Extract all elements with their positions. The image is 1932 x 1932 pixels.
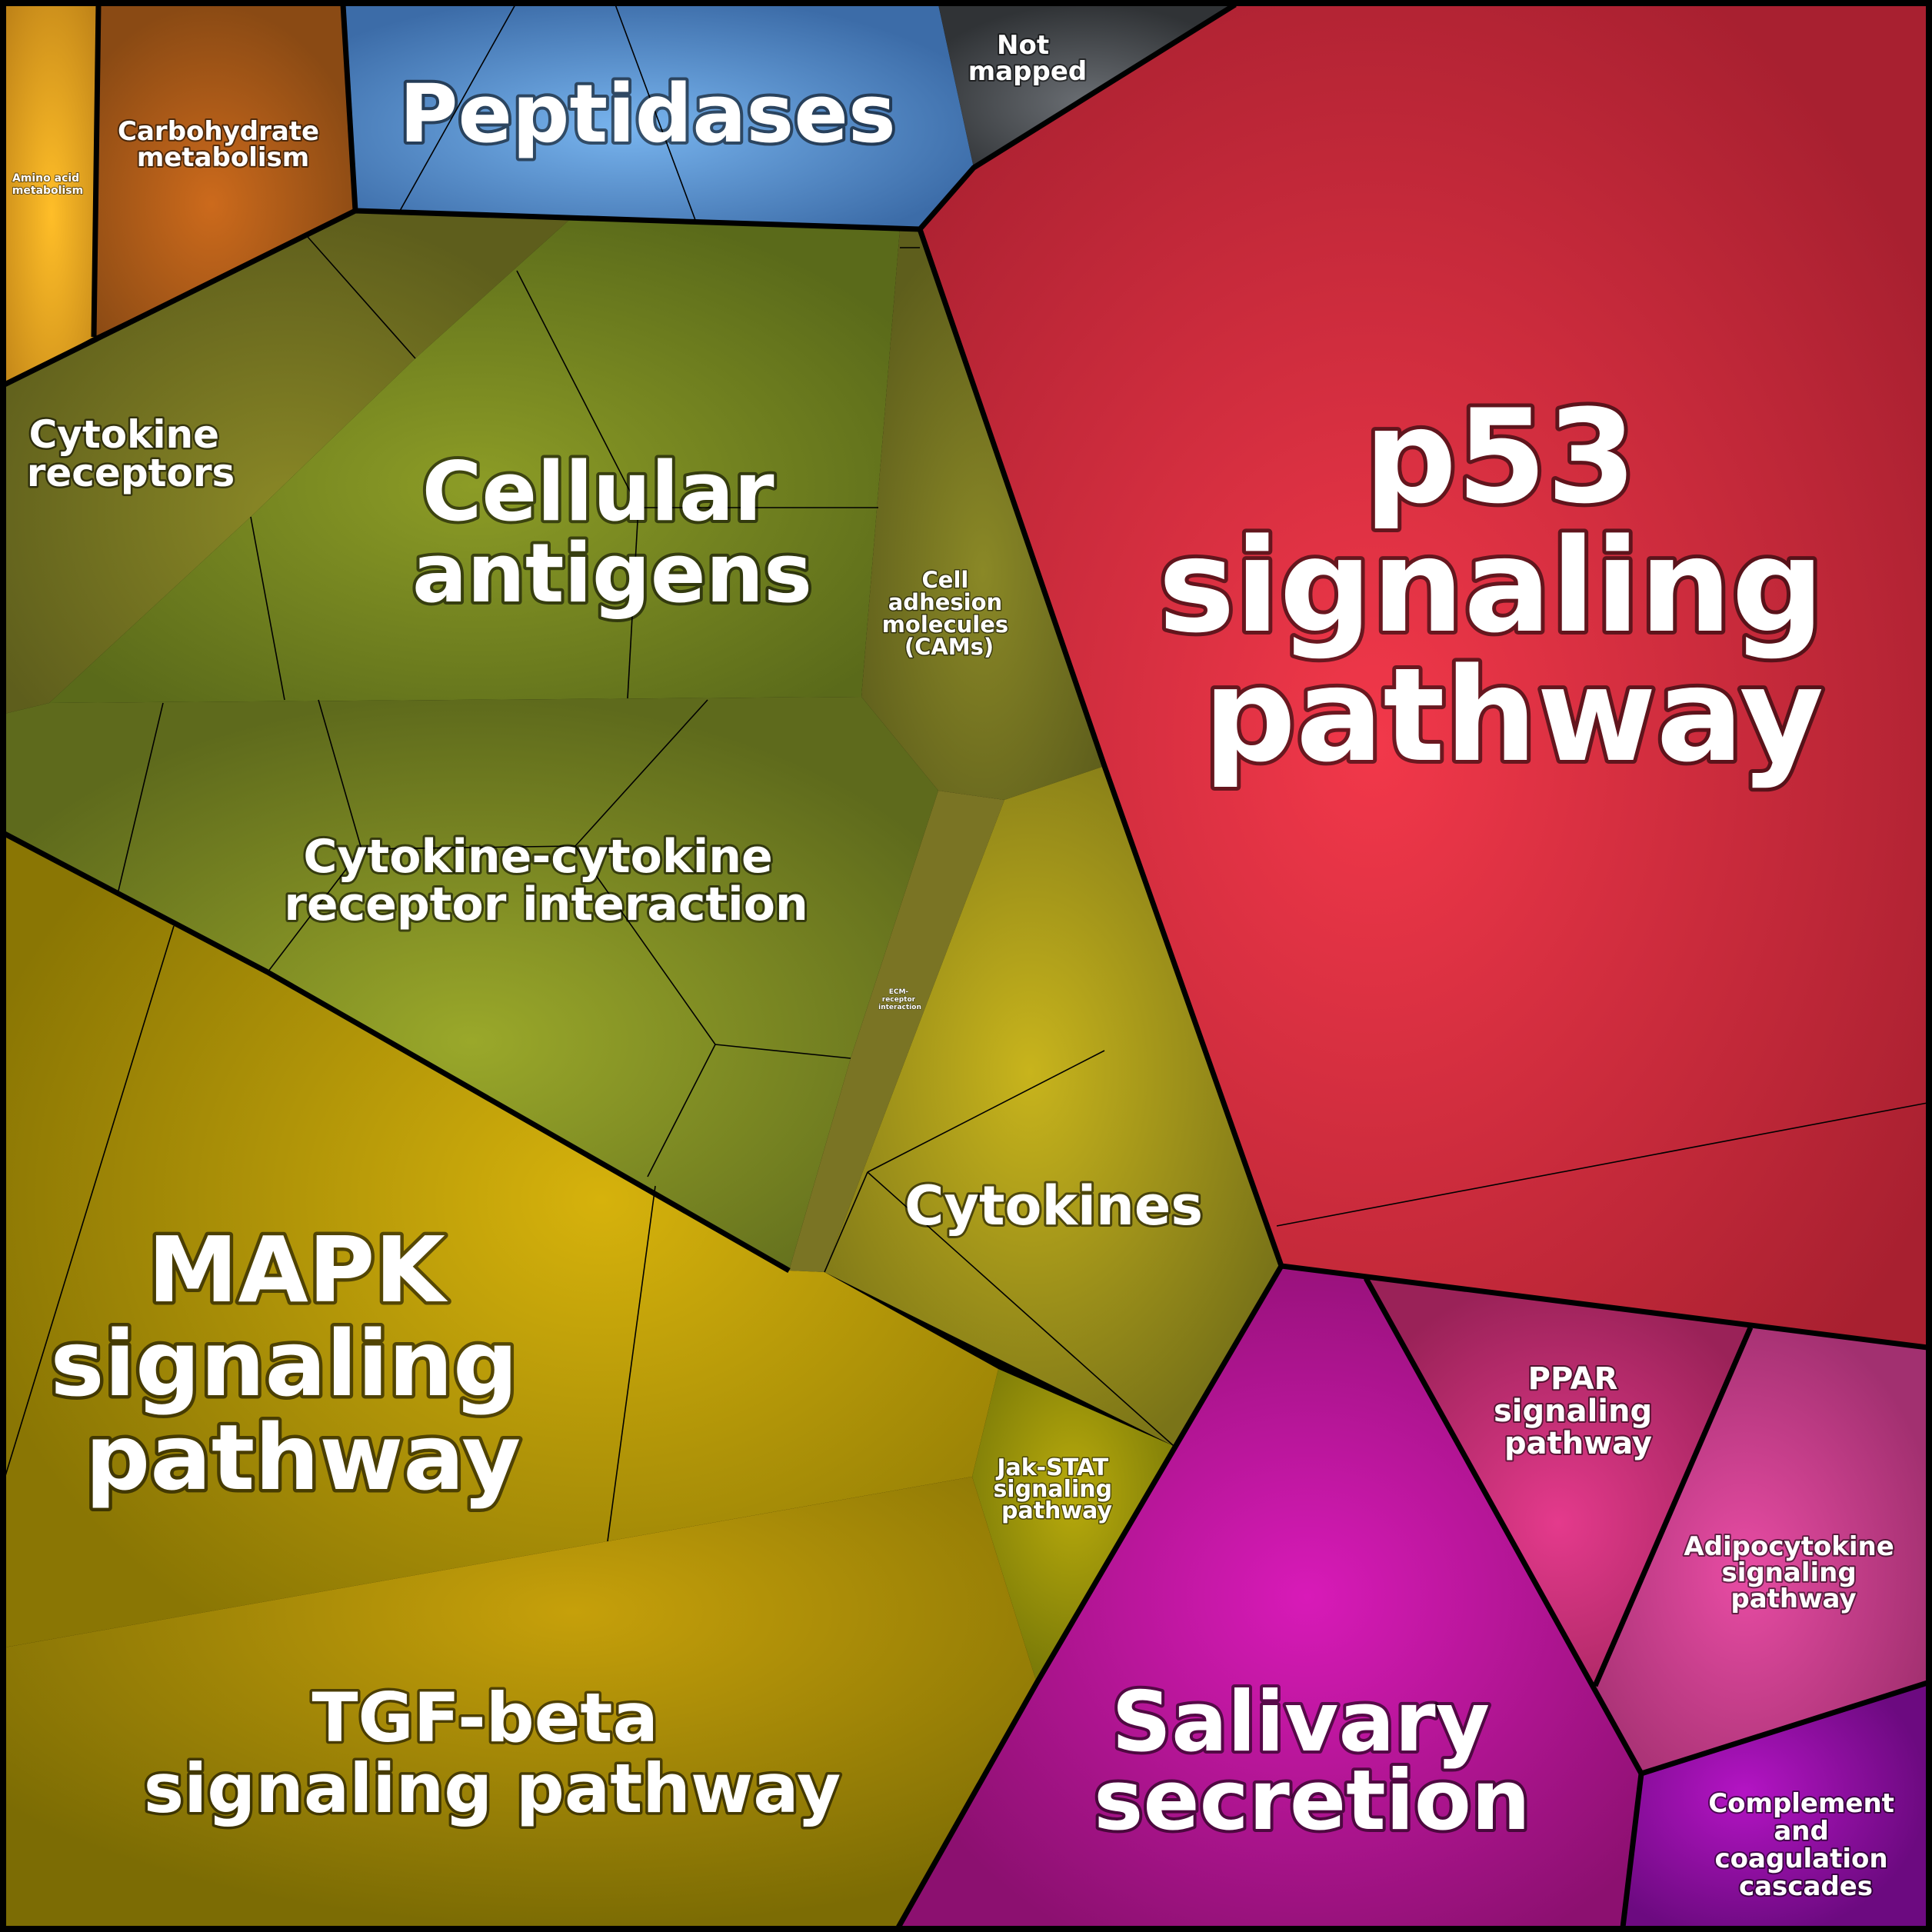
- cell-p53-signaling-pathway: [920, 5, 1927, 1347]
- cell-mapk-signaling-pathway: [5, 834, 998, 1647]
- cell-cytokine-cytokine-receptor-interaction: [5, 697, 938, 1271]
- cell-carbohydrate-metabolism: [94, 5, 355, 337]
- label-jak-stat-signaling-pathway: Jak-STAT signaling pathway: [993, 1454, 1120, 1524]
- cell-cams: [861, 229, 1104, 800]
- cell-cellular-antigens: [49, 220, 900, 703]
- label-tgf-beta-signaling-pathway: TGF-beta signaling pathway: [144, 1678, 841, 1828]
- label-ppar-signaling-pathway: PPAR signaling pathway: [1494, 1361, 1663, 1461]
- cell-adipocytokine-signaling-pathway: [1595, 1327, 1927, 1774]
- label-cams: Cell adhesion molecules (CAMs): [882, 567, 1017, 660]
- cells: [5, 5, 1927, 1927]
- label-carbohydrate-metabolism: Carbohydrate metabolism: [118, 116, 328, 173]
- label-amino-acid-metabolism: Amino acid metabolism: [12, 172, 83, 197]
- cell-ppar-signaling-pathway: [1366, 1278, 1750, 1686]
- cell-complement-and-coagulation-cascades: [1623, 1683, 1927, 1927]
- cell-cytokines: [824, 766, 1281, 1446]
- label-p53: p53 signaling pathway: [1158, 381, 1869, 791]
- sub-cell-lines: [4, 4, 1928, 1542]
- label-cytokine-cytokine-receptor-interaction: Cytokine-cytokine receptor interaction: [284, 830, 808, 931]
- labels: p53 signaling pathway Peptidases Not map…: [12, 28, 1904, 1904]
- label-adipocytokine-signaling-pathway: Adipocytokine signaling pathway: [1684, 1531, 1903, 1614]
- label-cytokines: Cytokines: [904, 1174, 1203, 1237]
- label-cytokine-receptors: Cytokine receptors: [27, 412, 235, 495]
- label-mapk-signaling-pathway: MAPK signaling pathway: [50, 1217, 549, 1511]
- label-complement-and-coagulation-cascades: Complement and coagulation cascades: [1708, 1788, 1904, 1902]
- label-salivary-secretion: Salivary secretion: [1094, 1674, 1531, 1849]
- label-not-mapped: Not mapped: [968, 30, 1087, 87]
- cell-amino-acid-metabolism: [5, 5, 98, 385]
- cell-peptidases: [343, 5, 974, 229]
- cell-ecm-receptor-interaction: [789, 791, 1004, 1272]
- label-peptidases: Peptidases: [399, 67, 896, 161]
- label-cellular-antigens: Cellular antigens: [412, 445, 812, 621]
- cell-salivary-secretion: [898, 1266, 1641, 1927]
- cell-not-mapped: [938, 5, 1235, 168]
- cell-jak-stat-signaling-pathway: [972, 1369, 1174, 1683]
- cell-cytokine-receptors: [5, 211, 569, 714]
- label-ecm-receptor-interaction: ECM- receptor interaction: [878, 988, 921, 1011]
- cell-tgf-beta-signaling-pathway: [5, 1477, 1037, 1927]
